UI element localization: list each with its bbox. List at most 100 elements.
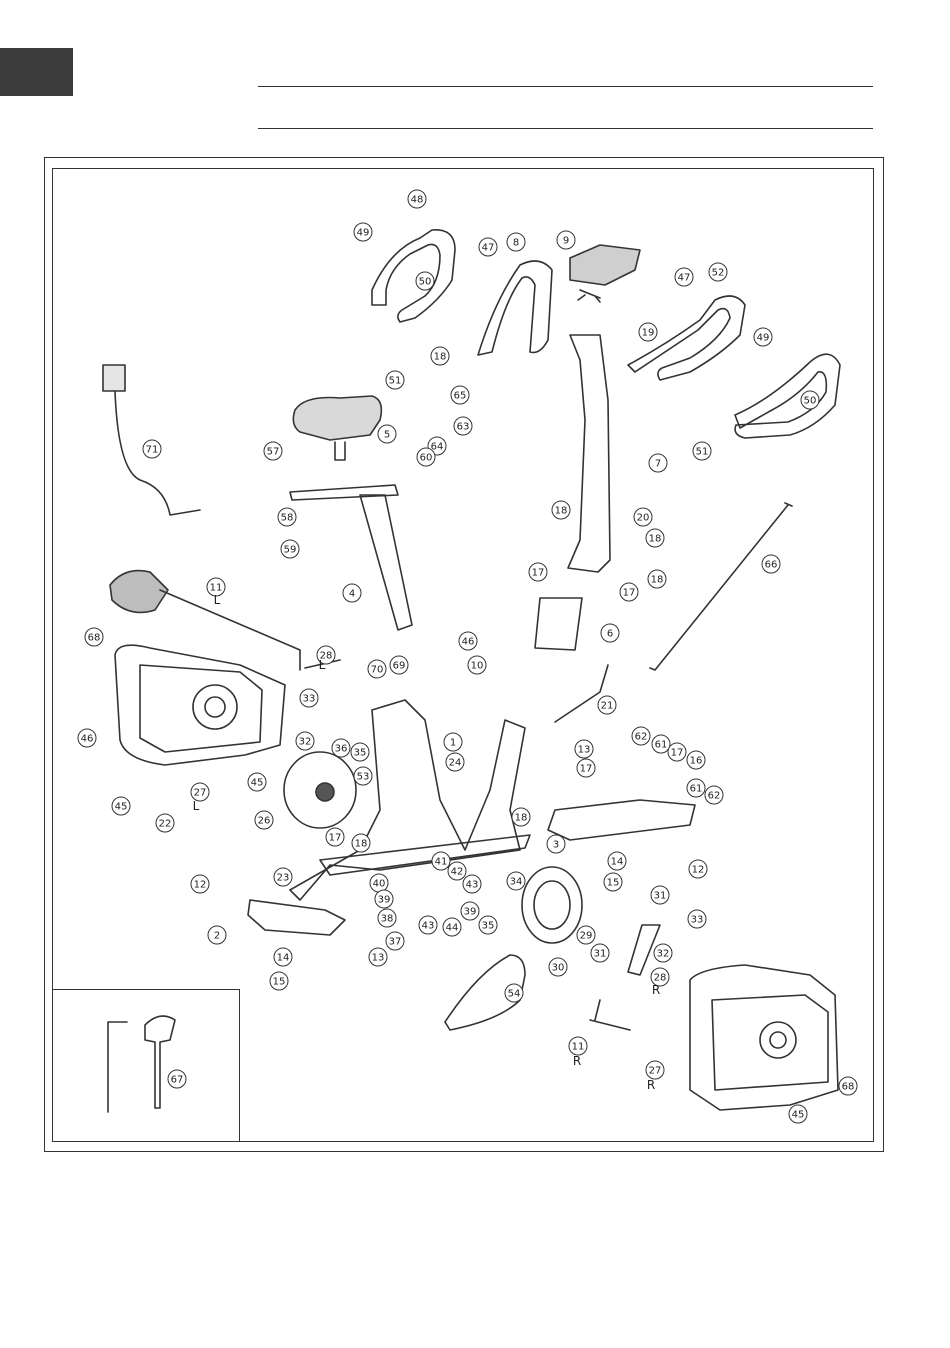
part-callout: 18 [645,528,665,548]
part-callout: 50 [415,271,435,291]
cover-27-right [689,964,839,1111]
side-mark: L [193,799,200,813]
part-callout-label: 39 [464,907,477,918]
part-callout-circle [650,885,670,905]
part-callout-label: 46 [462,637,475,648]
part-callout-label: 17 [671,748,684,759]
part-callout: 62 [704,785,724,805]
diagram-inner-frame [52,168,874,1142]
part-callout: 51 [385,370,405,390]
part-callout-label: 33 [303,694,316,705]
part-callout: 6 [600,623,620,643]
part-callout-label: 66 [765,560,778,571]
part-callout-label: 12 [194,880,207,891]
part-callout-label: 38 [381,914,394,925]
part-callout-label: 50 [419,277,432,288]
part-callout-label: 6 [607,629,613,640]
part-callout-label: 18 [651,575,664,586]
part-callout-circle [506,232,526,252]
allen-key [107,1021,128,1113]
part-callout: 54 [504,983,524,1003]
part-callout: 49 [353,222,373,242]
part-callout-circle [753,327,773,347]
part-callout-circle [142,439,162,459]
part-callout-label: 35 [482,921,495,932]
part-callout-label: 34 [510,877,523,888]
part-callout: 18 [430,346,450,366]
part-callout: 32 [295,731,315,751]
part-callout: 16 [686,750,706,770]
diagram-outer-frame [44,157,884,1152]
part-callout-circle [462,874,482,894]
handlebar-50-right [734,353,841,439]
part-callout-circle [574,739,594,759]
part-callout-label: 52 [712,268,725,279]
part-callout-circle [273,867,293,887]
side-mark: R [573,1054,581,1068]
part-callout-label: 41 [435,857,448,868]
part-callout-label: 62 [708,791,721,802]
part-callout-label: 17 [329,833,342,844]
part-callout-circle [367,659,387,679]
part-callout-label: 17 [580,764,593,775]
part-callout-label: 19 [642,328,655,339]
part-callout: 37 [385,931,405,951]
part-callout: 2 [207,925,227,945]
part-callout-label: 11 [210,583,223,594]
stabilizer-3 [547,799,696,841]
pedal-11-left [109,569,169,614]
part-callout: 11 [568,1036,588,1056]
part-callout: 17 [576,758,596,778]
part-callout-circle [838,1076,858,1096]
part-callout: 45 [247,772,267,792]
part-callout-circle [800,390,820,410]
part-callout: 18 [511,807,531,827]
adapter-71 [102,364,126,392]
part-callout-circle [431,851,451,871]
part-callout-circle [280,539,300,559]
part-callout-circle [590,943,610,963]
part-callout-circle [551,500,571,520]
part-callout: 61 [686,778,706,798]
part-callout-circle [263,441,283,461]
part-callout-circle [687,909,707,929]
part-callout-label: 40 [373,879,386,890]
part-callout-circle [385,370,405,390]
part-callout: 57 [263,441,283,461]
part-callout-circle [650,967,670,987]
part-callout: 34 [506,871,526,891]
part-callout-circle [692,441,712,461]
part-callout: 69 [389,655,409,675]
part-callout: 8 [506,232,526,252]
side-mark: L [214,593,221,607]
part-callout: 59 [280,539,300,559]
handlebar-post-7 [567,334,611,573]
part-callout-circle [528,562,548,582]
part-callout: 33 [299,688,319,708]
part-callout-label: 29 [580,931,593,942]
part-callout-label: 43 [422,921,435,932]
part-callout-circle [460,901,480,921]
part-callout-label: 14 [611,857,624,868]
part-callout-label: 68 [842,1082,855,1093]
part-callout-label: 44 [446,923,459,934]
part-callout: 46 [77,728,97,748]
part-callout: 18 [551,500,571,520]
part-callout-label: 64 [431,442,444,453]
part-callout-circle [568,1036,588,1056]
part-callout-circle [418,915,438,935]
part-callout: 13 [368,947,388,967]
part-callout-circle [377,908,397,928]
part-callout: 27 [190,782,210,802]
part-callout-circle [556,230,576,250]
part-callout-label: 13 [372,953,385,964]
part-callout-circle [316,645,336,665]
part-callout-label: 69 [393,661,406,672]
part-callout: 26 [254,810,274,830]
part-callout-circle [353,222,373,242]
part-callout-label: 15 [607,878,620,889]
part-callout-label: 60 [420,453,433,464]
part-callout-circle [704,785,724,805]
part-callout-circle [368,947,388,967]
part-callout-label: 61 [690,784,703,795]
